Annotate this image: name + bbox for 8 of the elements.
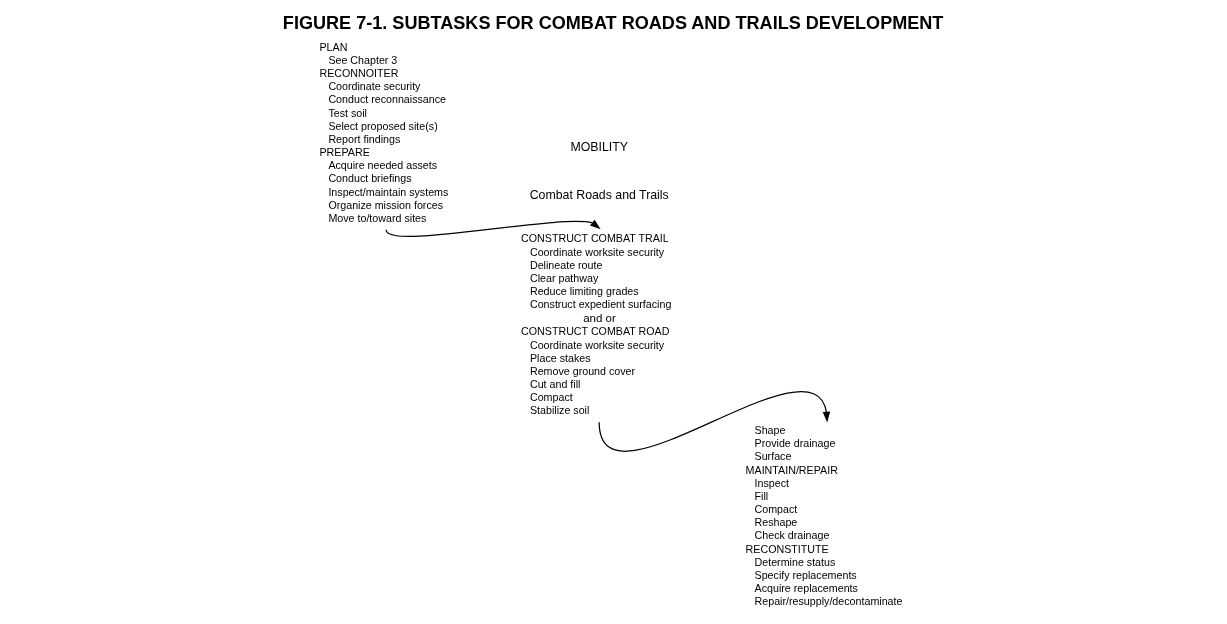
node-text: CONSTRUCT COMBAT TRAIL Coordinate worksite security Delineate route Clear pathway Reduce limiting grades Construct expedient surfacing and or CONSTRUCT COMBAT ROAD Coordinate worksite security Place stakes Remove ground cover Cut and fill Compact Stabilize soil bbox=[520, 232, 671, 417]
label: MOBILITY bbox=[569, 140, 628, 155]
node-text: PLAN See Chapter 3 RECONNOITER Coordinate security Conduct reconnaissance Test soil Select proposed site(s) Report findings PREPARE Acquire needed assets Conduct briefings Inspect/maintain systems Organize mission forces Move to/toward sites bbox=[318, 40, 448, 224]
arrow bbox=[598, 391, 830, 452]
diagram-title: FIGURE 7-1. SUBTASKS FOR COMBAT ROADS AND TRAILS DEVELOPMENT bbox=[282, 12, 943, 33]
arrow bbox=[385, 219, 601, 237]
label: Combat Roads and Trails bbox=[529, 187, 669, 202]
node-text: Shape Provide drainage Surface MAINTAIN/REPAIR Inspect Fill Compact Reshape Check drainage RECONSTITUTE Determine status Specify replacements Acquire replacements Repair/resupply/decontaminate bbox=[745, 424, 902, 608]
